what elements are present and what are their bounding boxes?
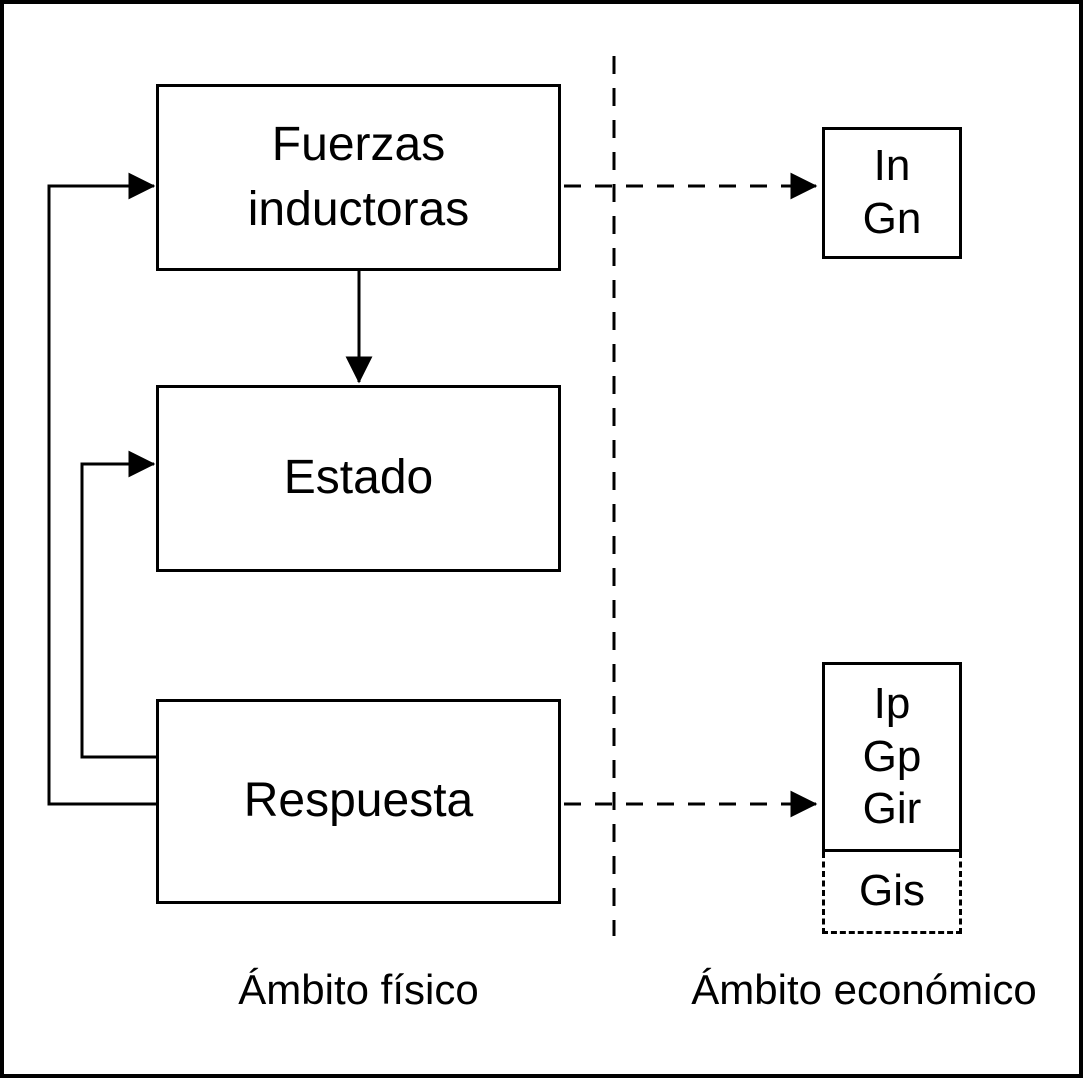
label-ambito-fisico: Ámbito físico: [238, 966, 479, 1013]
box-estado-label: Estado: [283, 451, 434, 505]
box-fuerzas-line-2: inductoras: [247, 182, 470, 236]
box-respuesta: Respuesta: [156, 699, 561, 904]
box-in-gn: In Gn: [822, 127, 962, 259]
box-ip-gp-gir: Ip Gp Gir: [822, 662, 962, 852]
feedback-arrow-respuesta-to-estado: [80, 450, 156, 759]
connector-lines-layer: [47, 56, 818, 936]
box-fuerzas-line-1: Fuerzas: [271, 117, 446, 171]
box-gis-label: Gis: [859, 866, 925, 916]
box-ip-gp-gir-line-3: Gir: [862, 784, 922, 834]
box-fuerzas-inductoras: Fuerzas inductoras: [156, 84, 561, 271]
box-estado: Estado: [156, 385, 561, 572]
box-respuesta-label: Respuesta: [243, 774, 474, 828]
box-in-gn-line-2: Gn: [862, 194, 922, 243]
label-ambito-economico: Ámbito económico: [691, 966, 1037, 1013]
box-in-gn-line-1: In: [873, 141, 911, 191]
box-ip-gp-gir-line-2: Gp: [862, 731, 922, 781]
feedback-arrow-respuesta-to-fuerzas: [47, 172, 156, 806]
box-ip-gp-gir-line-1: Ip: [873, 678, 911, 728]
box-gis-dashed: Gis: [822, 852, 962, 934]
